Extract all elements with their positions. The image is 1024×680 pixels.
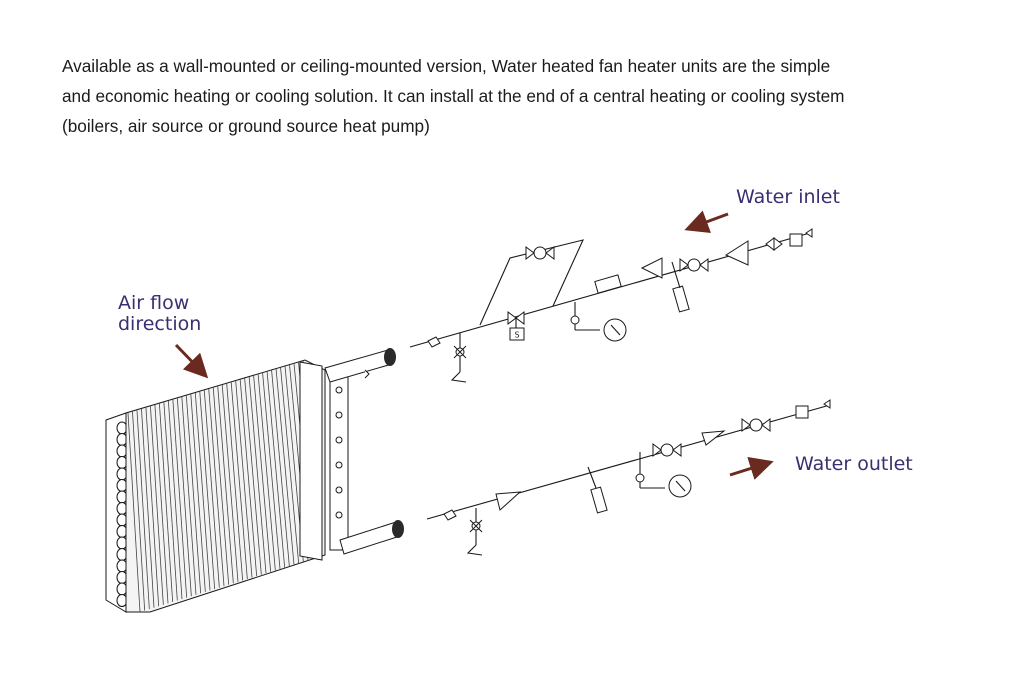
- thermometer-stem: [671, 261, 681, 289]
- coil-fin: [141, 408, 155, 608]
- coil-fin: [248, 376, 267, 574]
- coil-fin: [199, 391, 216, 590]
- coil-fin: [280, 367, 300, 564]
- coil-vent-valve: [364, 369, 370, 379]
- coil-fin: [163, 402, 178, 601]
- water-inlet-arrow-icon: [684, 210, 729, 234]
- inlet-end-fitting-icon: [789, 233, 803, 247]
- air-flow-annotation: Air flow direction: [118, 292, 209, 379]
- coil-fin: [185, 395, 202, 594]
- coil-fin: [167, 400, 183, 600]
- inlet-gauge-needle: [610, 324, 621, 336]
- coil-fin: [235, 380, 253, 578]
- water-outlet-arrow-icon: [729, 456, 774, 480]
- coil-fin: [172, 399, 188, 598]
- outlet-gauge-needle: [675, 480, 686, 492]
- coil-fin: [266, 371, 286, 568]
- outlet-end-cap-icon: [823, 399, 831, 409]
- strainer-tag-box: [509, 327, 525, 341]
- coil-fin: [132, 411, 146, 611]
- coil-fin: [194, 392, 211, 591]
- outlet-end-ball-valve-icon: [749, 418, 763, 432]
- outlet-end-ball-valve-wings-icon: [741, 418, 771, 432]
- coil-inlet-pipe: [324, 349, 393, 383]
- air-flow-label-line1: Air flow: [118, 292, 189, 314]
- coil-header-stubs: [335, 386, 343, 519]
- coil-fin: [230, 382, 248, 580]
- coil-fin: [262, 372, 281, 569]
- outlet-pipe-run: [426, 399, 831, 556]
- coil-header: [329, 369, 349, 551]
- coil-fin: [253, 375, 272, 572]
- outlet-union-icon: [443, 509, 457, 521]
- coil-fins: [127, 360, 323, 613]
- coil-outlet-pipe: [339, 521, 401, 555]
- description-line-3: (boilers, air source or ground source he…: [62, 116, 430, 136]
- coil-fin: [271, 370, 290, 567]
- coil-fin: [226, 383, 244, 581]
- coil-fin: [190, 394, 206, 592]
- coil-fin: [203, 390, 220, 588]
- inlet-ball-valve-wings-icon: [679, 258, 709, 272]
- inlet-thermometer-icon: [672, 285, 690, 313]
- water-inlet-label: Water inlet: [736, 186, 840, 208]
- inlet-drain-valve-bowtie-icon: [453, 345, 467, 359]
- coil-fin: [127, 412, 141, 613]
- inlet-bypass-loop: [479, 239, 584, 326]
- heat-exchanger-coil: [105, 348, 404, 613]
- outlet-thermometer-stem: [587, 466, 597, 489]
- description-line-1: Available as a wall-mounted or ceiling-m…: [62, 56, 831, 76]
- air-flow-arrow-icon: [174, 343, 209, 379]
- inlet-drain-hose: [450, 371, 467, 383]
- inlet-end-cap-icon: [805, 228, 813, 238]
- inlet-union-icon: [427, 336, 441, 348]
- coil-fin: [212, 387, 230, 585]
- water-outlet-label: Water outlet: [795, 453, 913, 475]
- coil-fin: [136, 410, 150, 610]
- bypass-valve-icon: [533, 246, 547, 260]
- inlet-pump-icon: [724, 240, 749, 266]
- description-text: Available as a wall-mounted or ceiling-m…: [62, 51, 992, 141]
- coil-fin: [159, 403, 174, 602]
- coil-fin: [275, 368, 295, 565]
- bypass-valve-wings-icon: [525, 246, 555, 260]
- outlet-thermometer-icon: [590, 486, 608, 514]
- inlet-pipe-run: S: [409, 228, 813, 383]
- outlet-drain-valve-bowtie-icon: [469, 519, 483, 533]
- outlet-pump-icon: [495, 491, 522, 511]
- water-inlet-annotation: Water inlet: [684, 186, 840, 234]
- outlet-ball-valve-icon: [660, 443, 674, 457]
- coil-fin: [217, 386, 234, 584]
- coil-fin: [145, 407, 160, 607]
- strainer-tag-label: S: [514, 331, 519, 340]
- coil-fin: [208, 388, 225, 587]
- description-line-2: and economic heating or cooling solution…: [62, 86, 845, 106]
- coil-tube-bends: [116, 421, 128, 607]
- coil-fin: [257, 374, 276, 571]
- inlet-strainer-icon: [594, 274, 622, 294]
- outlet-ball-valve-wings-icon: [652, 443, 682, 457]
- coil-fin: [221, 384, 239, 582]
- inlet-ball-valve-icon: [687, 258, 701, 272]
- air-flow-label-line2: direction: [118, 313, 201, 335]
- coil-fin: [244, 378, 262, 575]
- coil-inlet-thread: [384, 348, 396, 366]
- coil-fin: [239, 379, 258, 577]
- outlet-end-fitting-icon: [795, 405, 809, 419]
- coil-right-end-plate: [299, 361, 323, 561]
- outlet-check-valve-icon: [701, 430, 726, 446]
- inlet-end-valve-icon: [765, 237, 783, 251]
- coil-fin: [150, 406, 164, 605]
- water-outlet-annotation: Water outlet: [729, 453, 913, 480]
- outlet-gauge-isolation-valve-icon: [635, 473, 645, 483]
- coil-fin: [154, 404, 169, 604]
- inlet-check-valve-icon: [640, 257, 663, 279]
- coil-outlet-thread: [392, 520, 404, 538]
- coil-fin: [181, 396, 197, 595]
- outlet-drain-hose: [466, 544, 483, 556]
- coil-fin: [176, 398, 192, 597]
- gauge-isolation-valve-icon: [570, 315, 580, 325]
